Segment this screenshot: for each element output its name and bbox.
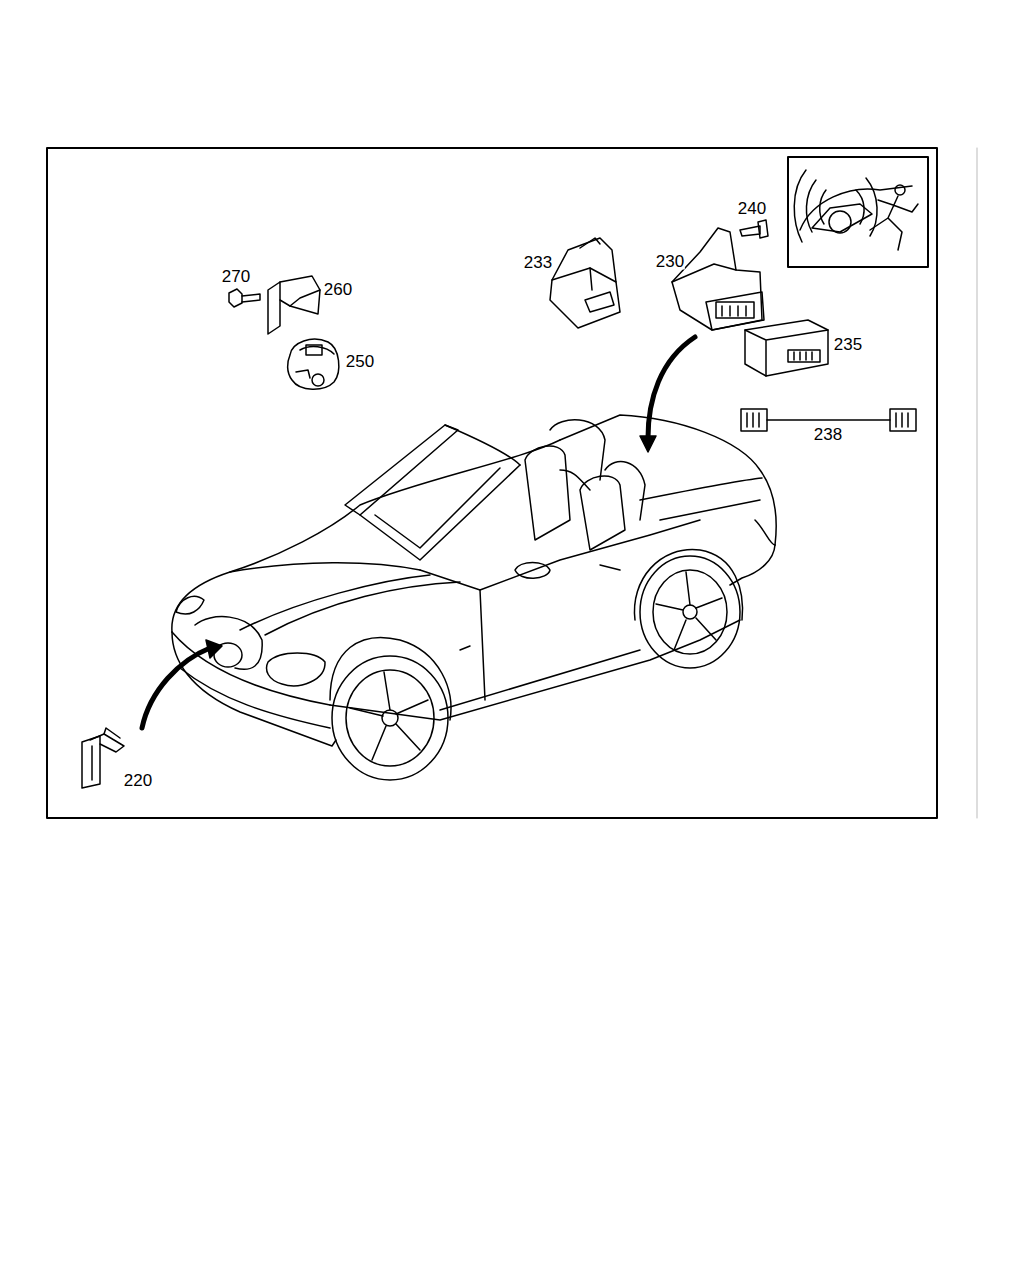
clip-part	[82, 728, 124, 788]
sensor-part	[288, 339, 339, 389]
bracket-module-part	[672, 228, 764, 330]
bracket-part	[550, 238, 620, 328]
callout-number: 220	[123, 772, 153, 789]
car-illustration	[172, 415, 776, 780]
callout-number: 270	[221, 268, 251, 285]
bolt-part	[740, 220, 768, 238]
callout-number: 260	[323, 281, 353, 298]
page-edge-line	[977, 148, 978, 818]
control-unit-part	[745, 320, 828, 376]
location-arrow	[142, 337, 695, 728]
diagram-frame	[47, 148, 937, 818]
callout-number: 230	[655, 253, 685, 270]
callout-number: 238	[813, 426, 843, 443]
bracket-part	[268, 276, 320, 334]
callout-number: 235	[833, 336, 863, 353]
callout-number: 250	[345, 353, 375, 370]
alarm-inset	[788, 157, 928, 267]
callout-number: 240	[737, 200, 767, 217]
callout-number: 233	[523, 254, 553, 271]
bolt-part	[229, 289, 260, 307]
